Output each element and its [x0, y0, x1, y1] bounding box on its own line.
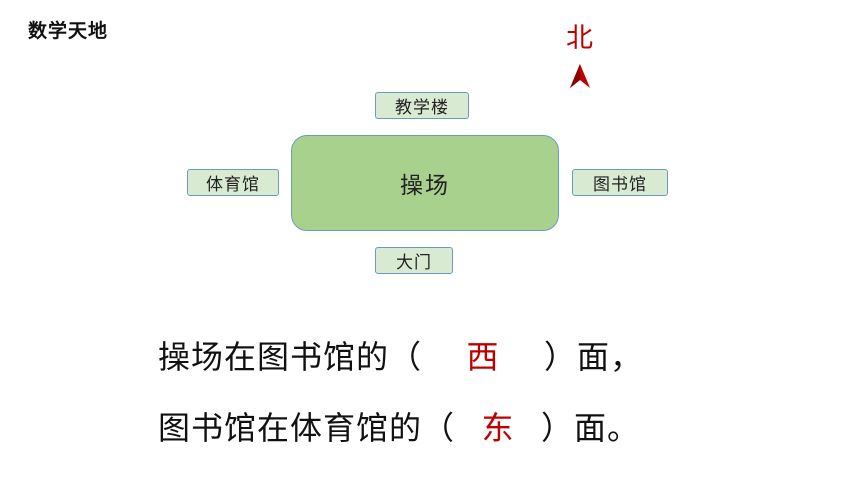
- teaching-building-box: 教学楼: [375, 92, 469, 119]
- north-label: 北: [566, 23, 593, 54]
- question-1-suffix: ）面，: [544, 338, 644, 376]
- question-sentence-2: 图书馆在体育馆的（ 东 ）面。: [158, 403, 640, 449]
- question-1-answer: 西: [466, 338, 500, 376]
- library-box: 图书馆: [572, 169, 668, 196]
- question-sentence-1: 操场在图书馆的（ 西 ）面，: [158, 332, 643, 378]
- question-2-suffix: ）面。: [541, 409, 641, 447]
- question-1-prefix: 操场在图书馆的（: [158, 338, 423, 376]
- gate-box: 大门: [375, 247, 453, 274]
- gymnasium-box: 体育馆: [187, 169, 279, 196]
- question-2-answer: 东: [481, 409, 515, 447]
- slide-title: 数学天地: [28, 20, 109, 42]
- question-2-prefix: 图书馆在体育馆的（: [158, 409, 456, 447]
- playground-box: 操场: [291, 135, 559, 231]
- north-arrow-icon: [570, 64, 590, 88]
